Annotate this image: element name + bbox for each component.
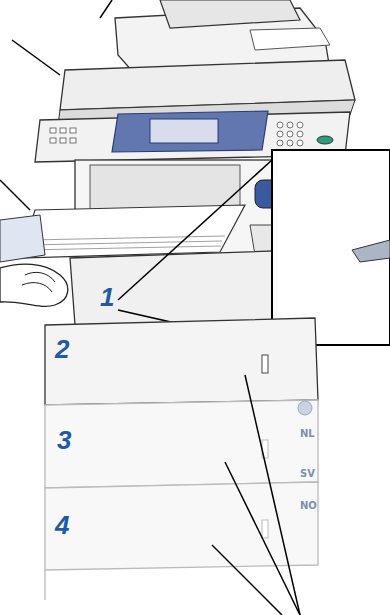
paper-sheets	[26, 236, 225, 250]
language-code: SV	[300, 468, 315, 479]
leader-line	[100, 0, 112, 18]
display-screen	[150, 119, 218, 143]
panel-display-area	[112, 111, 268, 152]
tray-handle	[262, 355, 268, 373]
leader-line	[118, 160, 272, 300]
callout-number: 2	[55, 334, 69, 365]
detail-part	[352, 240, 390, 262]
language-code: NL	[300, 428, 315, 439]
start-button	[317, 136, 333, 144]
leader-line	[12, 40, 60, 75]
callout-number: 3	[57, 425, 71, 456]
callout-number: 4	[55, 510, 69, 541]
hand	[0, 264, 68, 306]
language-code: NO	[300, 500, 317, 511]
leader-line	[225, 462, 300, 615]
output-cavity	[90, 165, 240, 210]
paper-stack	[20, 205, 245, 258]
leader-line	[245, 375, 300, 615]
tray-handle	[262, 520, 268, 538]
feeder-output	[250, 28, 330, 50]
leader-line	[212, 545, 282, 615]
leader-line	[0, 180, 30, 210]
hand-fingers	[22, 272, 55, 292]
bullet-circle	[298, 401, 312, 415]
tray-4	[45, 482, 318, 570]
keypad	[50, 122, 303, 146]
tray-3	[45, 400, 318, 488]
tray-2	[45, 318, 318, 405]
tray-edge	[44, 570, 45, 600]
callout-number: 1	[100, 282, 114, 313]
paper-guide	[0, 215, 45, 262]
feeder-tray	[160, 0, 300, 28]
detail-panel	[272, 150, 390, 345]
